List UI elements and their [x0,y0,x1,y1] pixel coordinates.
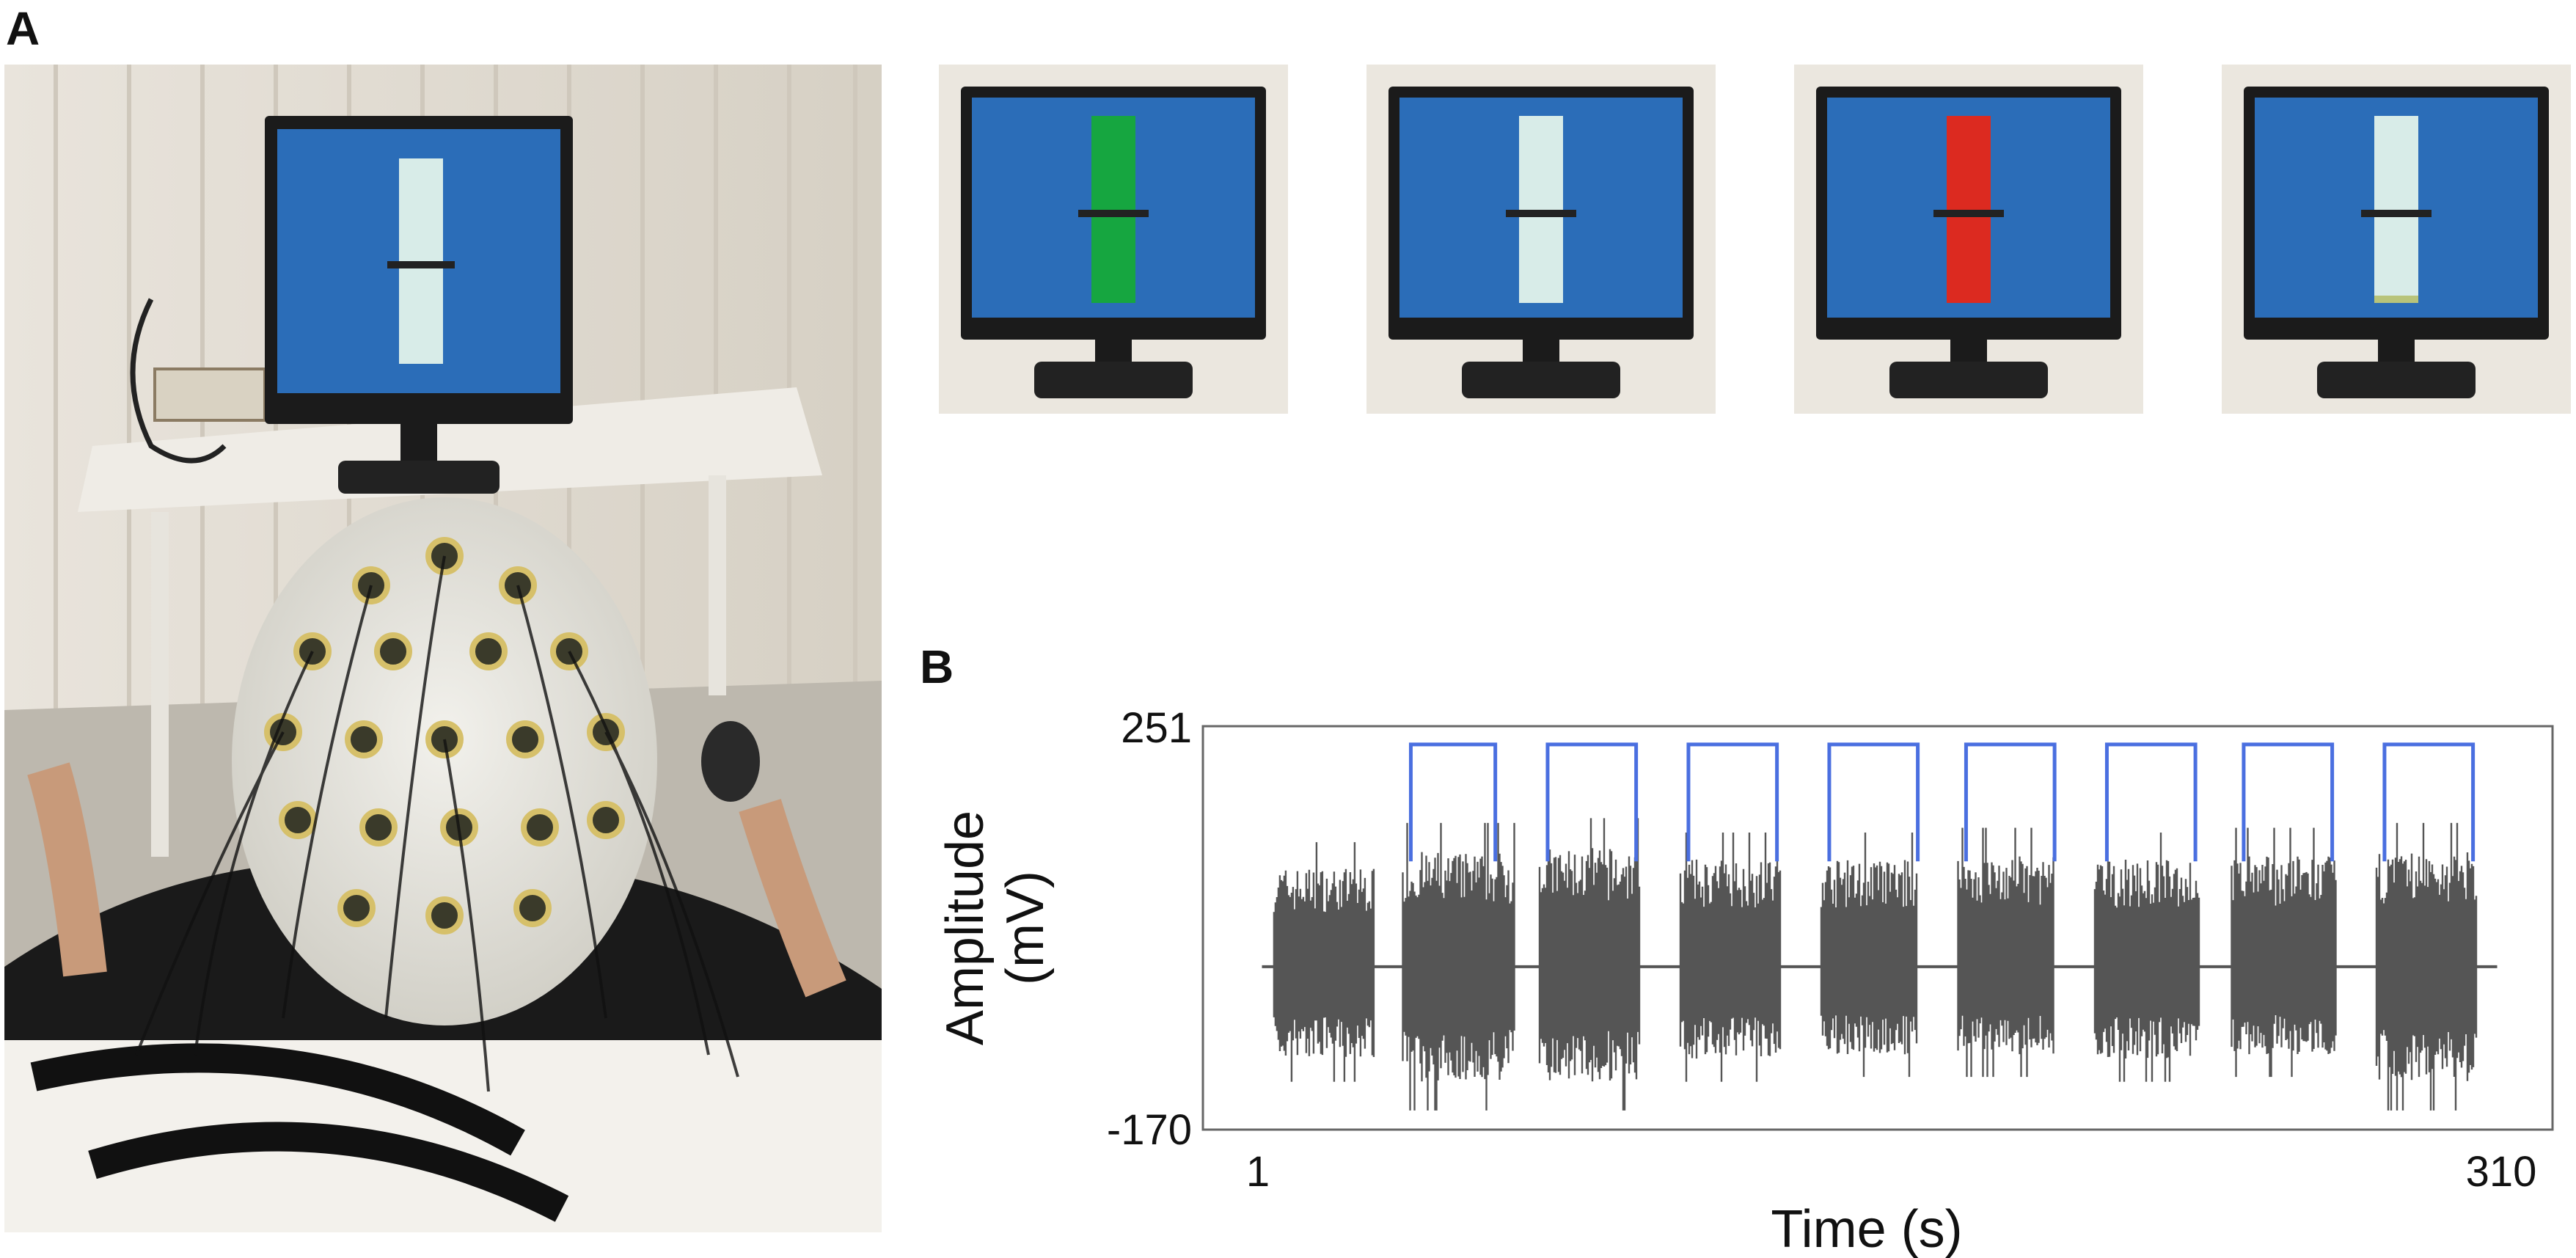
plot-frame [1201,725,2554,1131]
trial-marker [1408,742,1498,862]
monitor-white-bar-thumbnail [1366,65,1716,414]
signal-burst [1402,822,1515,1111]
eeg-cap-subject-photo [4,65,882,1232]
x-tick-label-start: 1 [1246,1148,1270,1196]
plot-area [1262,742,2498,1111]
trial-marker [1827,742,1920,862]
panel-label-a: A [6,2,40,55]
y-axis-label-line-1: Amplitude [936,811,995,1045]
signal-burst [2093,833,2200,1082]
y-tick-label-top: 251 [1121,704,1192,752]
trial-marker [2242,742,2335,862]
y-axis-label-line-2: (mV) [996,871,1055,985]
signal-burst [1957,827,2054,1078]
emg-amplitude-chart: 251 -170 1 310 Time (s) Amplitude (mV) [936,704,2554,1258]
x-tick-label-end: 310 [2466,1148,2537,1196]
trial-marker [1686,742,1779,862]
monitor-red-bar-thumbnail [1794,65,2143,414]
x-axis-label: Time (s) [1771,1200,1962,1258]
monitor-white-bar-thumbnail-2 [2222,65,2571,414]
monitor-green-bar-thumbnail [939,65,1288,414]
signal-burst [2375,822,2478,1111]
trial-marker [2382,742,2476,862]
signal-burst [1679,833,1782,1082]
y-tick-label-bottom: -170 [1107,1106,1192,1154]
trial-marker [2104,742,2198,862]
signal-burst [1820,833,1918,1078]
trial-marker [1545,742,1639,862]
panel-label-b: B [920,640,954,693]
signal-burst [1538,818,1641,1111]
trial-marker [1964,742,2057,862]
signal-burst [1273,842,1375,1082]
signal-burst [2231,827,2337,1078]
